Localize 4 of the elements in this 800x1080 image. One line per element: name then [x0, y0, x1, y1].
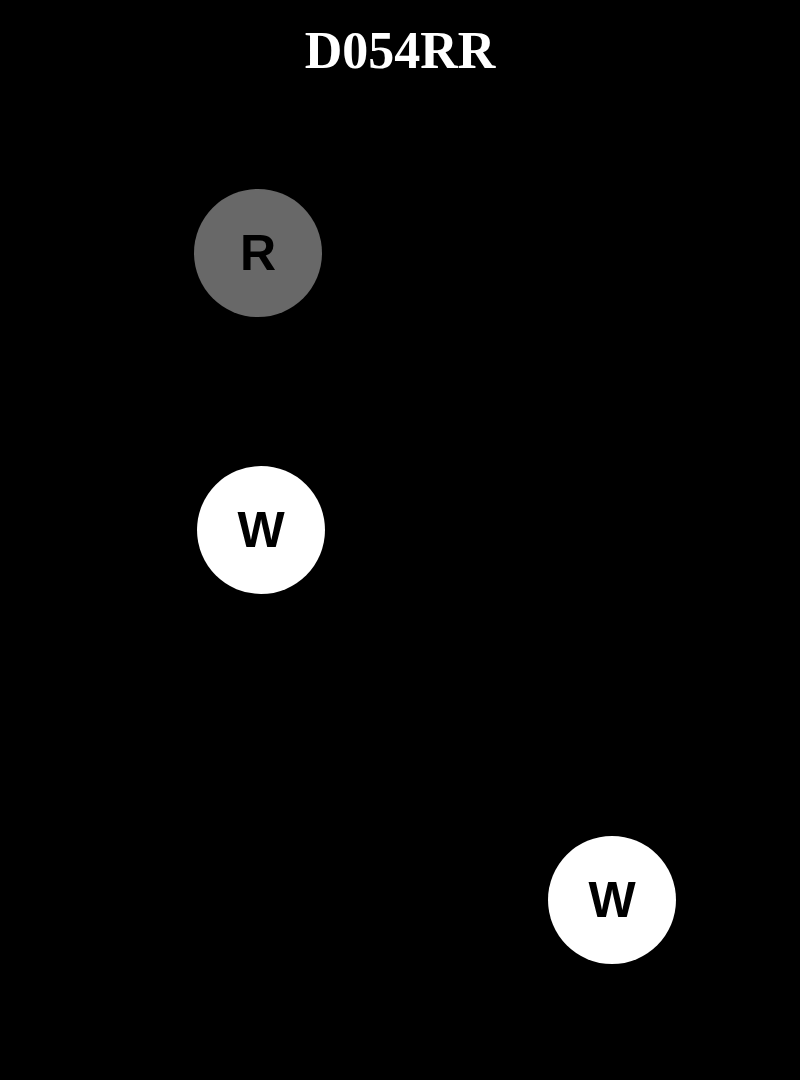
- diagram-title: D054RR: [304, 22, 496, 80]
- node-label: W: [237, 505, 285, 555]
- node-label: R: [239, 228, 277, 278]
- node-label: W: [588, 875, 636, 925]
